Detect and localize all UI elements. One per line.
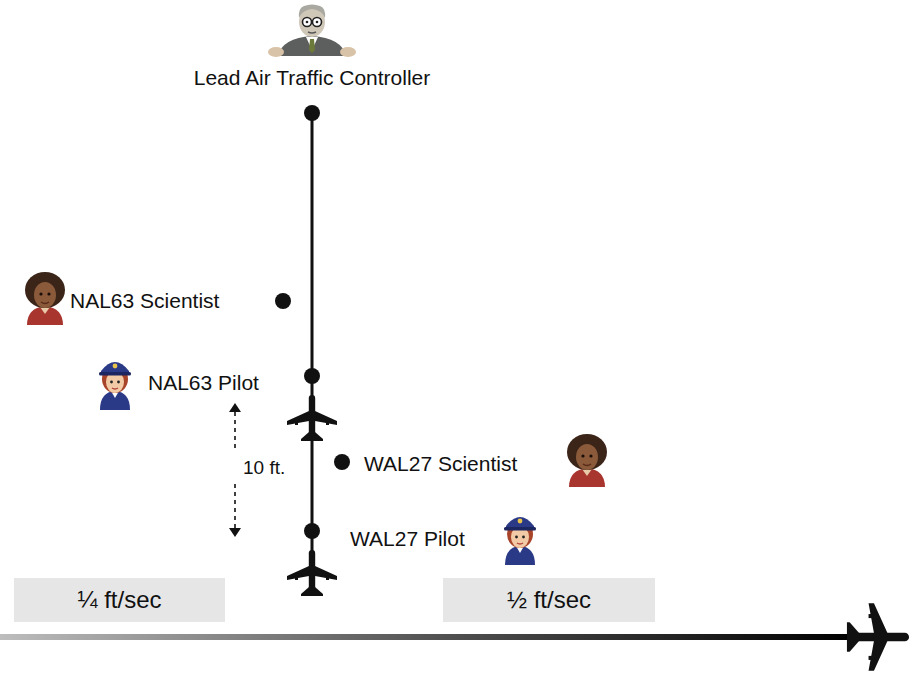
scientist-avatar bbox=[567, 434, 607, 487]
role-label: NAL63 Pilot bbox=[148, 371, 259, 395]
role-label: Lead Air Traffic Controller bbox=[194, 66, 431, 90]
formation-line bbox=[311, 113, 314, 565]
flight-path bbox=[0, 634, 850, 640]
plane-icon bbox=[847, 603, 909, 671]
position-dot bbox=[334, 454, 350, 470]
role-label: WAL27 Pilot bbox=[350, 527, 465, 551]
speed-label: ¼ ft/sec bbox=[77, 586, 161, 614]
position-dot bbox=[304, 523, 320, 539]
dimension-arrow bbox=[229, 403, 241, 537]
speed-label: ½ ft/sec bbox=[507, 586, 591, 614]
plane-icon bbox=[287, 550, 337, 596]
controller-avatar bbox=[268, 5, 356, 58]
position-dot bbox=[304, 105, 320, 121]
pilot-avatar bbox=[504, 517, 536, 565]
plane-icon bbox=[287, 395, 337, 441]
dimension-label: 10 ft. bbox=[243, 457, 285, 479]
role-label: WAL27 Scientist bbox=[364, 452, 517, 476]
pilot-avatar bbox=[99, 362, 131, 410]
position-dot bbox=[304, 368, 320, 384]
position-dot bbox=[275, 293, 291, 309]
scientist-avatar bbox=[25, 272, 65, 325]
speed-box: ¼ ft/sec bbox=[14, 578, 225, 622]
speed-box: ½ ft/sec bbox=[443, 578, 655, 622]
role-label: NAL63 Scientist bbox=[70, 289, 219, 313]
